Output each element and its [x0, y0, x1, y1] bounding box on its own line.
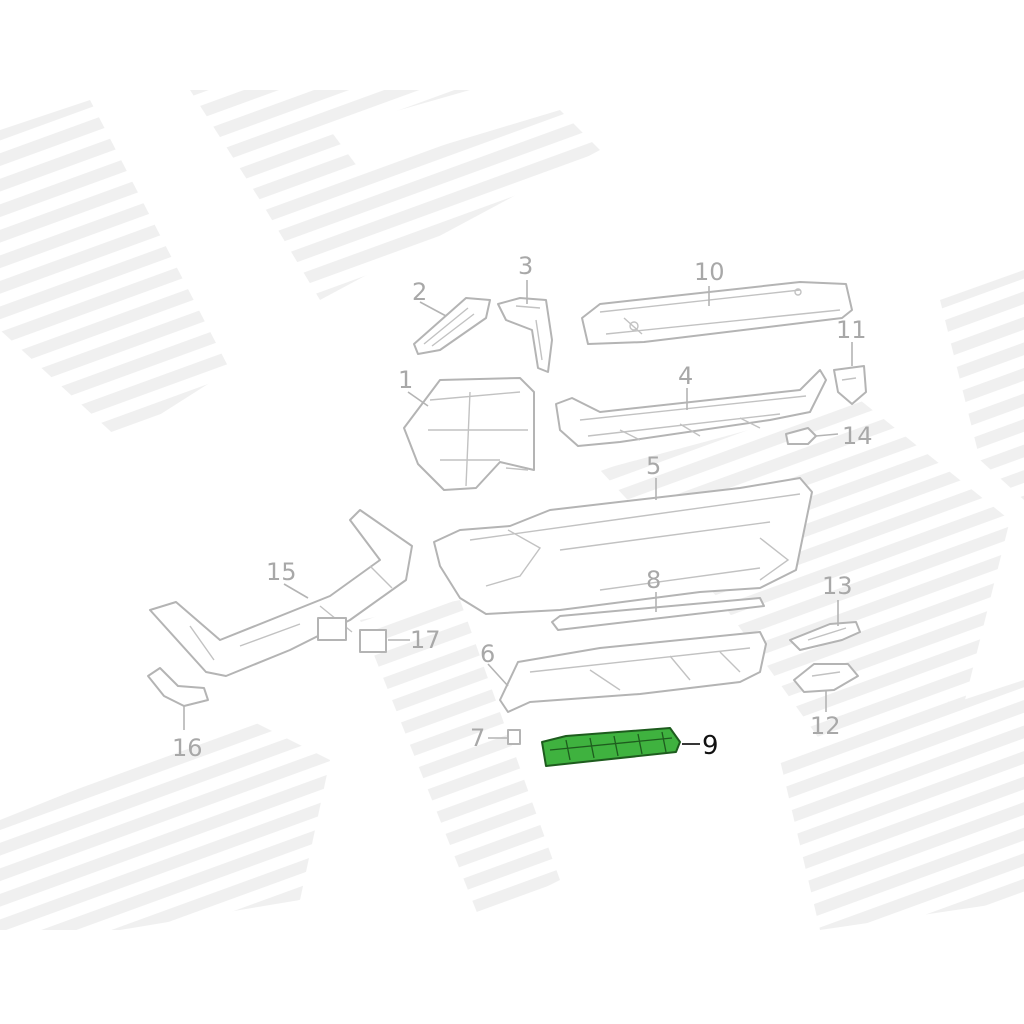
- callout-11: 11: [836, 316, 867, 344]
- callout-4: 4: [678, 362, 693, 390]
- part-6[interactable]: [499, 631, 767, 713]
- part-12[interactable]: [793, 663, 859, 693]
- background-watermark: [0, 90, 1024, 930]
- part-15[interactable]: [149, 509, 413, 677]
- part-8[interactable]: [551, 597, 765, 631]
- callout-13: 13: [822, 572, 853, 600]
- part-9[interactable]: [541, 727, 681, 767]
- callout-8: 8: [646, 566, 661, 594]
- callout-3: 3: [518, 252, 533, 280]
- part-3[interactable]: [497, 297, 553, 373]
- part-7[interactable]: [507, 729, 521, 745]
- part-2[interactable]: [413, 297, 491, 355]
- callout-6: 6: [480, 640, 495, 668]
- callout-10: 10: [694, 258, 725, 286]
- leader-lines: [183, 280, 853, 745]
- part-4[interactable]: [555, 369, 827, 447]
- callout-1: 1: [398, 366, 413, 394]
- callout-7: 7: [470, 724, 485, 752]
- part-17[interactable]: [359, 629, 387, 653]
- callout-12: 12: [810, 712, 841, 740]
- part-13[interactable]: [789, 621, 861, 651]
- part-16[interactable]: [147, 667, 209, 707]
- callout-5: 5: [646, 452, 661, 480]
- part-14[interactable]: [785, 427, 817, 445]
- callout-2: 2: [412, 278, 427, 306]
- callout-17: 17: [410, 626, 441, 654]
- part-1[interactable]: [403, 377, 535, 491]
- part-10[interactable]: [581, 281, 853, 345]
- callout-16: 16: [172, 734, 203, 762]
- callout-9: 9: [702, 731, 719, 761]
- part-11[interactable]: [833, 365, 867, 405]
- callout-14: 14: [842, 422, 873, 450]
- callout-labels: 1 2 3 4 5 6 7 8 9 10 11 12 13 14 15 16 1…: [172, 252, 873, 762]
- part-5[interactable]: [433, 477, 813, 615]
- callout-15: 15: [266, 558, 297, 586]
